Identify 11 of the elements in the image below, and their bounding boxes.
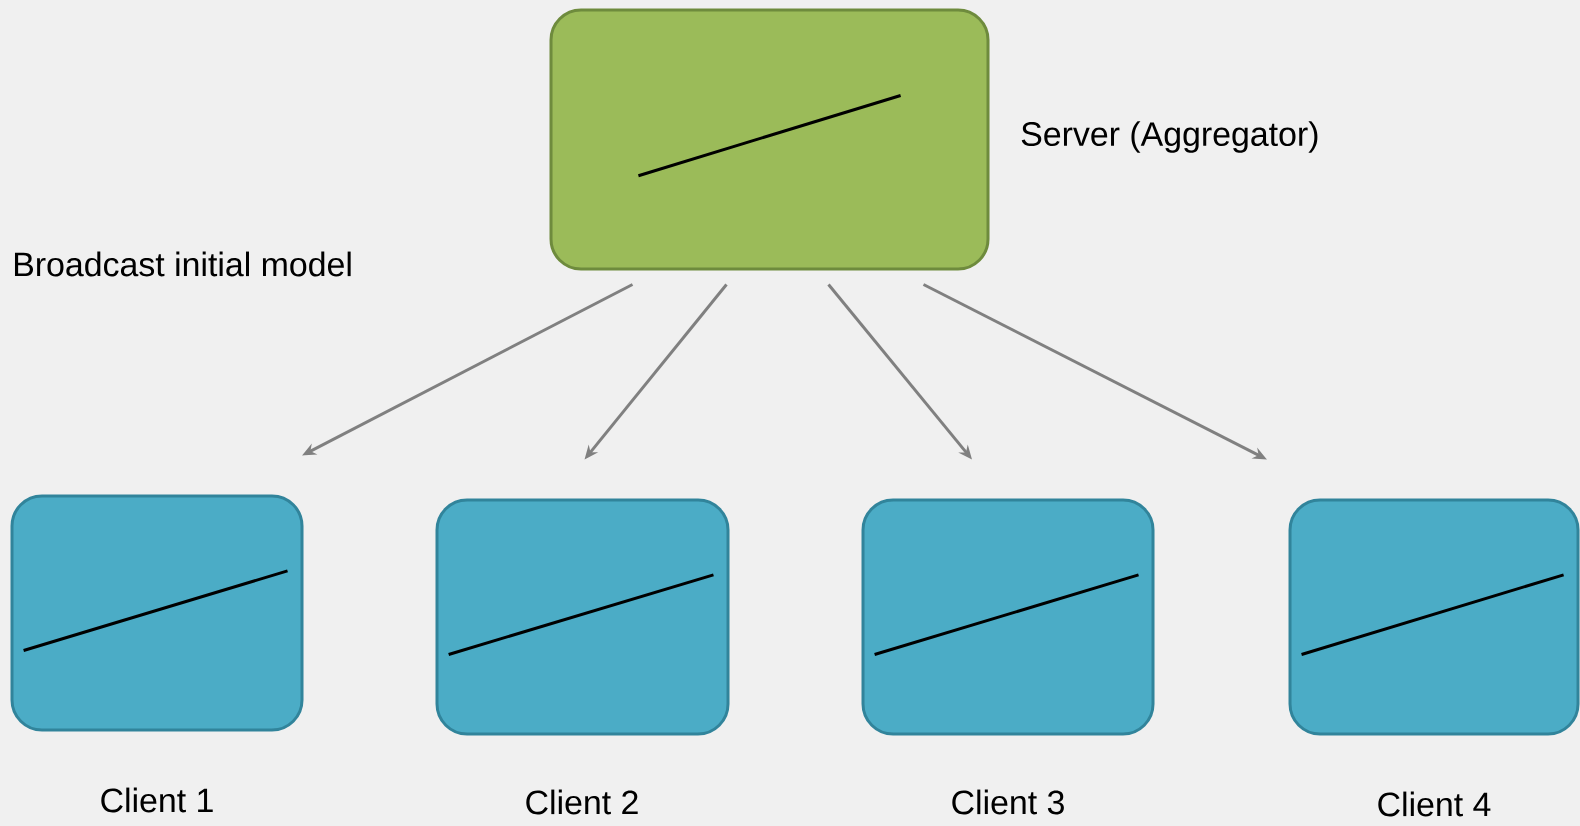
client-box xyxy=(435,498,730,736)
client-label: Client 2 xyxy=(526,789,638,815)
caption-text: Broadcast initial model xyxy=(15,251,351,277)
server-box xyxy=(549,8,990,271)
server-label: Server (Aggregator) xyxy=(1021,121,1318,153)
client-box xyxy=(861,498,1155,736)
client-label: Client 4 xyxy=(1378,791,1491,817)
client-box xyxy=(1288,498,1580,736)
client-label: Client 3 xyxy=(952,789,1064,815)
client-label: Client 1 xyxy=(101,787,213,813)
client-box xyxy=(10,494,304,732)
